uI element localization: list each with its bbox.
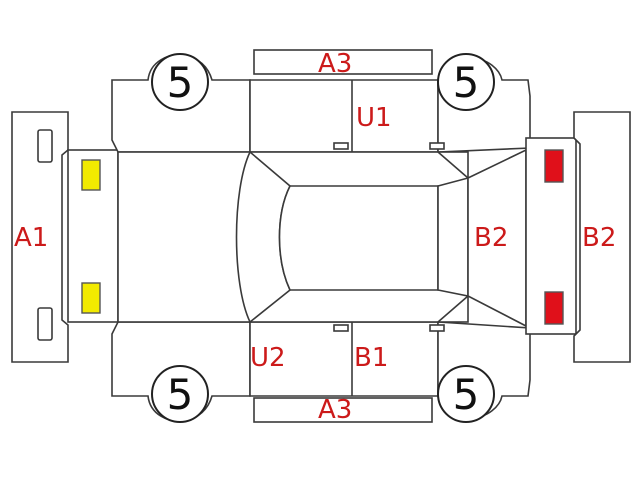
label-rear-panel: B2	[474, 223, 508, 253]
label-rear-right-door: B1	[354, 343, 388, 373]
tire-front-right: 5	[151, 365, 209, 423]
headlight-left	[81, 159, 101, 191]
tire-front-left: 5	[151, 53, 209, 111]
label-side-top: A3	[318, 49, 352, 79]
rear-panel	[467, 137, 577, 335]
label-side-bottom: A3	[318, 395, 352, 425]
tire-rear-left-rating: 5	[453, 58, 480, 107]
front-bumper	[11, 111, 69, 363]
tire-front-left-rating: 5	[167, 58, 194, 107]
tire-rear-left: 5	[437, 53, 495, 111]
front-section	[67, 149, 119, 323]
label-rear-bumper: B2	[582, 223, 616, 253]
tire-rear-right: 5	[437, 365, 495, 423]
tire-rear-right-rating: 5	[453, 370, 480, 419]
top-side-skirt	[253, 49, 433, 75]
taillight-right	[544, 291, 564, 325]
label-roof-right: U2	[250, 343, 286, 373]
bottom-side-skirt	[253, 397, 433, 423]
car-body-top-view	[117, 150, 469, 324]
taillight-left	[544, 149, 564, 183]
label-front-bumper: A1	[14, 223, 48, 253]
tire-front-right-rating: 5	[167, 370, 194, 419]
label-roof-left: U1	[356, 103, 392, 133]
headlight-right	[81, 282, 101, 314]
rear-bumper	[573, 111, 631, 363]
